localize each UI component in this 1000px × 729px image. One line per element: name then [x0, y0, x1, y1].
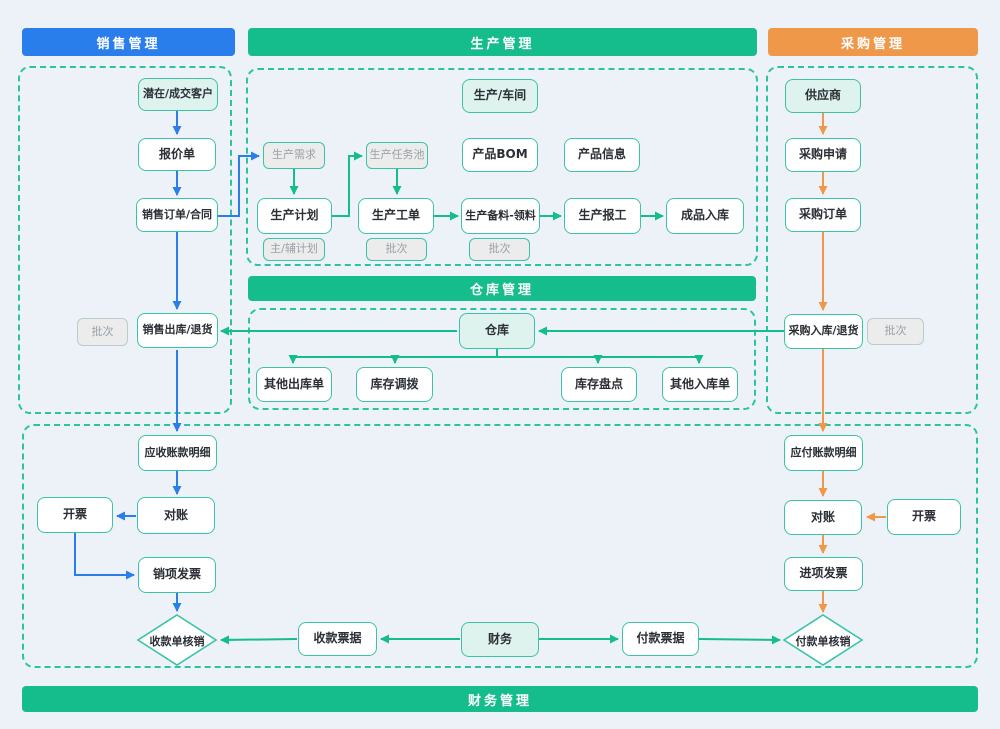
production-header: 生产管理 [248, 28, 757, 56]
procurement-region [766, 66, 978, 414]
node-stock-count: 库存盘点 [561, 367, 637, 402]
node-supplier: 供应商 [785, 79, 861, 113]
node-receipt-note: 收款票据 [298, 622, 377, 656]
node-ap-detail: 应付账款明细 [784, 435, 863, 471]
node-warehouse: 仓库 [459, 313, 535, 349]
node-production-demand: 生产需求 [263, 142, 325, 169]
node-quotation: 报价单 [138, 138, 216, 171]
node-batch-material: 批次 [469, 238, 530, 261]
node-workshop: 生产/车间 [462, 79, 538, 113]
node-material-prep: 生产备料-领料 [461, 198, 540, 234]
node-finished-goods-in: 成品入库 [666, 198, 744, 234]
sales-header: 销售管理 [22, 28, 235, 56]
warehouse-bar: 仓库管理 [248, 276, 756, 301]
node-input-invoice: 进项发票 [784, 557, 863, 591]
node-other-inbound: 其他入库单 [662, 367, 738, 402]
node-work-order: 生产工单 [358, 198, 434, 234]
node-stock-transfer: 库存调拨 [356, 367, 433, 402]
node-sales-outbound: 销售出库/退货 [137, 313, 218, 348]
node-purchase-request: 采购申请 [785, 138, 861, 172]
node-product-bom: 产品BOM [462, 138, 538, 172]
node-reconciliation-left: 对账 [137, 497, 215, 534]
node-batch-sales: 批次 [77, 318, 128, 346]
node-product-info: 产品信息 [564, 138, 640, 172]
node-invoicing-right: 开票 [887, 499, 961, 535]
node-other-outbound: 其他出库单 [256, 367, 332, 402]
finance-bar: 财务管理 [22, 686, 978, 712]
node-finance: 财务 [461, 622, 539, 657]
node-purchase-inbound: 采购入库/退货 [784, 314, 863, 349]
node-invoicing-left: 开票 [37, 497, 113, 533]
node-production-report: 生产报工 [564, 198, 641, 234]
node-reconciliation-right: 对账 [784, 500, 862, 535]
node-payment-writeoff: 付款单核销 [795, 635, 851, 648]
node-task-pool: 生产任务池 [366, 142, 428, 169]
sales-region [18, 66, 232, 414]
node-receipt-writeoff: 收款单核销 [149, 635, 205, 648]
node-batch-work-order: 批次 [366, 238, 427, 261]
warehouse-region [248, 308, 756, 410]
node-production-plan: 生产计划 [257, 198, 332, 234]
node-plan-type: 主/辅计划 [263, 238, 325, 261]
node-payment-note: 付款票据 [622, 622, 699, 656]
node-purchase-order: 采购订单 [785, 198, 861, 232]
node-sales-invoice: 销项发票 [138, 557, 216, 593]
node-ar-detail: 应收账款明细 [138, 435, 217, 471]
node-sales-order: 销售订单/合同 [136, 198, 218, 232]
procurement-header: 采购管理 [768, 28, 978, 56]
node-batch-purchase: 批次 [867, 318, 924, 345]
node-customer: 潜在/成交客户 [138, 78, 218, 111]
finance-region [22, 424, 978, 668]
